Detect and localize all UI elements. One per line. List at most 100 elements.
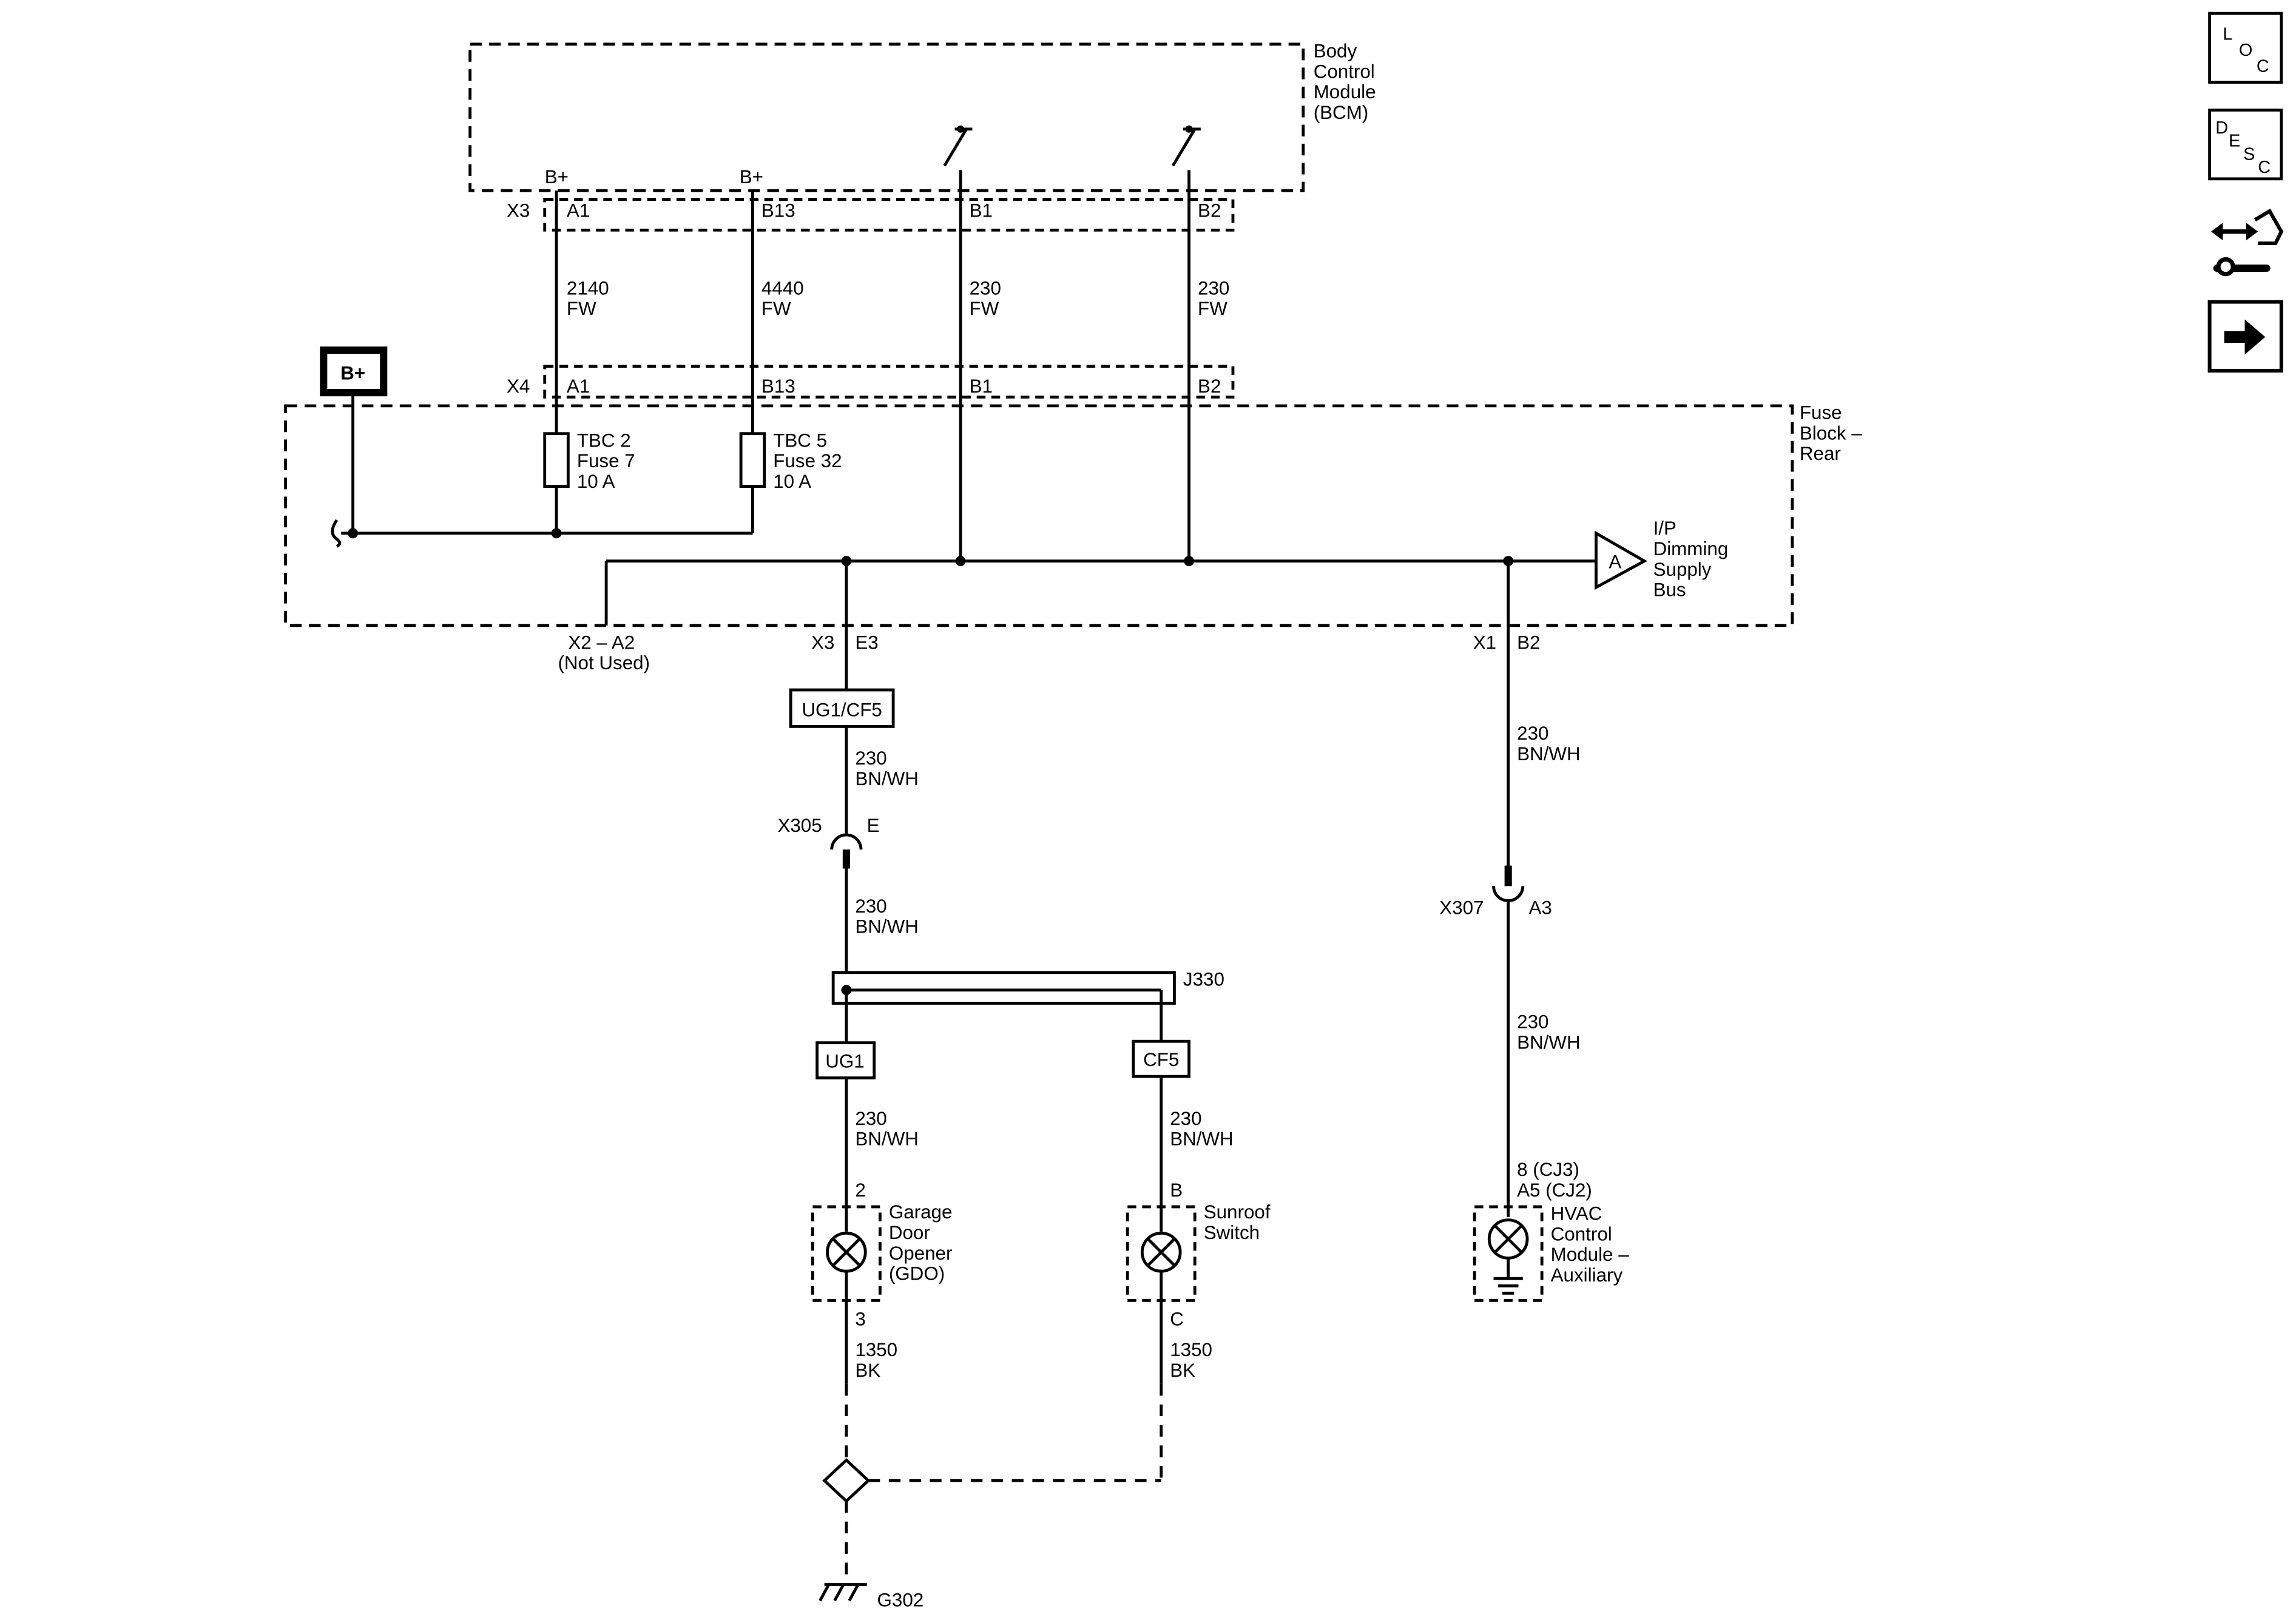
gdo-name-4: (GDO) [889,1263,945,1284]
hvac-pin-2: A5 (CJ2) [1517,1180,1592,1201]
connector-outline-icon [2254,208,2284,245]
bcm-name-3: Module [1314,81,1376,103]
connector-x3-label: X3 [811,632,834,653]
wire-label-circuit: 230 [855,896,886,917]
wire-label-circuit: 230 [1517,723,1548,744]
splice-ug1-cf5-label: UG1/CF5 [802,699,882,720]
wire-label-color: BK [855,1360,880,1381]
wire-label-circuit: 230 [855,1108,886,1129]
wire-label-circuit: 230 [970,277,1001,299]
fuse-block-name-1: Fuse [1800,402,1842,424]
bcm-module-box [468,42,1305,192]
break-symbol [331,519,342,548]
switch-pivot-b1 [957,125,965,133]
arrow-right-icon [2224,319,2266,355]
pin-b2-label: B2 [1198,376,1221,397]
splice-ug1-label: UG1 [825,1051,864,1072]
connector-x4-label: X4 [507,376,530,397]
loc-letter-c: C [2257,57,2269,76]
sunroof-name-2: Switch [1204,1222,1260,1243]
wire-label-color: FW [567,298,596,319]
connector-view-icon[interactable] [2208,205,2284,282]
wire-label-color: BN/WH [855,1129,919,1150]
desc-button[interactable]: D E S C [2208,108,2283,181]
junction-dot [348,528,359,539]
gdo-pin-bottom: 3 [855,1308,865,1329]
battery-plus-label: B+ [340,362,365,383]
fuse-block-name-3: Rear [1800,443,1841,464]
bus-marker-letter: A [1609,552,1621,573]
fuse-tbc5-label: TBC 5 [773,430,827,451]
junction-dot [955,556,966,567]
next-arrow-button[interactable] [2207,300,2283,373]
connector-x305-female [830,833,863,850]
bus-name-4: Bus [1653,579,1686,601]
pin-b13-label: B13 [761,200,795,221]
desc-letter-c: C [2258,158,2271,177]
connector-x3-strip [543,198,1235,232]
loc-letter-l: L [2223,25,2232,44]
bus-marker-triangle [1595,530,1648,590]
gdo-pin-top: 2 [855,1180,865,1201]
hvac-lamp-x2 [1494,1224,1523,1254]
fuse-tbc2-label: TBC 2 [577,430,631,451]
gdo-lamp-x2 [832,1238,861,1267]
connector-x3-label: X3 [507,200,530,221]
hvac-name-3: Module – [1551,1244,1630,1265]
junction-dot [1184,556,1195,567]
desc-letter-e: E [2229,132,2240,151]
fuse-tbc5 [739,432,766,488]
ground-symbol-tick2 [833,1584,845,1602]
wire-label-color: BN/WH [1170,1129,1234,1150]
ground-symbol-tick3 [848,1584,860,1602]
fuse-tbc5-label: Fuse 32 [773,450,842,471]
sunroof-pin-top: B [1170,1180,1183,1201]
fuse-block-box [284,404,1794,627]
hvac-pin-1: 8 (CJ3) [1517,1159,1579,1180]
fuse-tbc5-label: 10 A [773,471,811,492]
pin-e-label: E [867,815,880,836]
ground-splice-diamond [822,1458,871,1504]
sunroof-name-1: Sunroof [1204,1201,1271,1223]
switch-pivot-b2 [1185,125,1193,133]
pin-a3-label: A3 [1528,897,1551,918]
junction-dot [841,556,852,567]
pin-b1-label: B1 [970,376,993,397]
bus-name-2: Dimming [1653,538,1729,559]
bcm-name-4: (BCM) [1314,102,1369,123]
connector-x4-strip [543,365,1235,399]
wire-label-circuit: 4440 [761,277,804,299]
loc-button[interactable]: L O C [2208,12,2283,84]
desc-letter-s: S [2243,144,2255,164]
wire-label-color: FW [1198,298,1227,319]
connector-x305-label: X305 [777,815,822,836]
bus-name-1: I/P [1653,518,1676,539]
connector-x1-label: X1 [1473,632,1496,653]
hvac-dashed-box [1473,1205,1544,1302]
junction-dot [841,985,852,996]
connector-x2-a2-label: X2 – A2 [568,632,635,653]
junction-dot [551,528,562,539]
gdo-name-2: Door [889,1222,930,1243]
bus-name-3: Supply [1653,559,1712,580]
bcm-name-2: Control [1314,61,1375,82]
splice-j330-label: J330 [1183,969,1224,990]
wire-label-color: FW [970,298,999,319]
bcm-bplus-label: B+ [740,166,763,187]
pin-a1-label: A1 [567,200,590,221]
loc-letter-o: O [2239,41,2253,60]
wire-label-color: BN/WH [855,768,919,789]
ground-label: G302 [877,1590,924,1611]
wire-label-circuit: 230 [1517,1011,1548,1032]
connector-x307-female [1492,886,1525,902]
pin-e3-label: E3 [855,632,878,653]
splice-box-ug1-cf5 [789,688,895,728]
wire-label-color: BN/WH [1517,1031,1581,1053]
switch-b2-arm [1171,128,1197,167]
wire-label-color: BK [1170,1360,1195,1381]
fuse-tbc2-label: Fuse 7 [577,450,635,471]
fuse-tbc2-label: 10 A [577,471,615,492]
wire-label-color: BN/WH [1517,743,1581,765]
pin-b2-label: B2 [1198,200,1221,221]
switch-b1-arm [943,128,968,167]
